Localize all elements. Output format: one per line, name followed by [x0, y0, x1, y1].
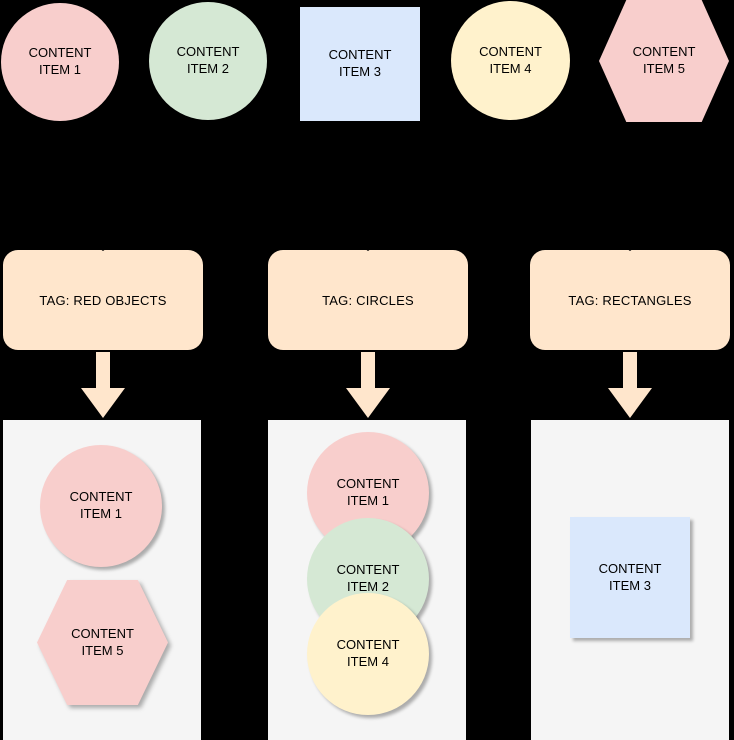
tag-circles: TAG: CIRCLES	[268, 246, 468, 350]
content-item-5-hexagon: CONTENT ITEM 5	[599, 0, 729, 122]
content-item-3-square: CONTENT ITEM 3	[300, 7, 420, 121]
grouped-content-item-3-square: CONTENT ITEM 3	[570, 517, 690, 638]
down-arrow-icon	[608, 352, 652, 418]
content-item-1-circle: CONTENT ITEM 1	[1, 3, 119, 121]
tag-red-objects: TAG: RED OBJECTS	[3, 246, 203, 350]
content-item-2-circle: CONTENT ITEM 2	[149, 2, 267, 120]
grouped-content-item-3-label: CONTENT ITEM 3	[598, 560, 662, 593]
tag-circles-label: TAG: CIRCLES	[322, 292, 414, 308]
content-item-4-label: CONTENT ITEM 4	[479, 43, 542, 76]
down-arrow-icon	[81, 352, 125, 418]
group-rectangles-container: CONTENT ITEM 3	[531, 420, 729, 740]
grouped-content-item-5-label: CONTENT ITEM 5	[71, 625, 134, 658]
tag-rectangles-label: TAG: RECTANGLES	[568, 292, 692, 308]
group-circles-container: CONTENT ITEM 1 CONTENT ITEM 2 CONTENT IT…	[268, 420, 466, 740]
content-item-4-circle: CONTENT ITEM 4	[451, 1, 570, 120]
grouped-content-item-1-circle: CONTENT ITEM 1	[40, 445, 162, 567]
down-arrow-icon	[346, 352, 390, 418]
connector-arrowhead-icon	[623, 246, 637, 251]
group-red-objects-container: CONTENT ITEM 1 CONTENT ITEM 5	[3, 420, 201, 740]
tag-red-objects-label: TAG: RED OBJECTS	[39, 292, 167, 308]
content-item-3-label: CONTENT ITEM 3	[328, 47, 392, 79]
grouped-content-item-1-label: CONTENT ITEM 1	[69, 489, 133, 521]
content-item-1-label: CONTENT ITEM 1	[28, 45, 92, 77]
grouped-content-item-2-label: CONTENT ITEM 2	[336, 562, 400, 594]
grouped-content-item-4-label: CONTENT ITEM 4	[336, 637, 400, 669]
connector-arrowhead-icon	[361, 246, 375, 251]
grouped-content-item-5-hexagon: CONTENT ITEM 5	[37, 580, 168, 705]
connector-arrowhead-icon	[96, 246, 110, 251]
grouped-content-item-4-circle: CONTENT ITEM 4	[307, 593, 429, 715]
content-item-2-label: CONTENT ITEM 2	[176, 44, 240, 76]
grouped-content-item-1-label: CONTENT ITEM 1	[336, 476, 400, 508]
tag-rectangles: TAG: RECTANGLES	[530, 246, 730, 350]
content-item-5-label: CONTENT ITEM 5	[632, 44, 696, 76]
